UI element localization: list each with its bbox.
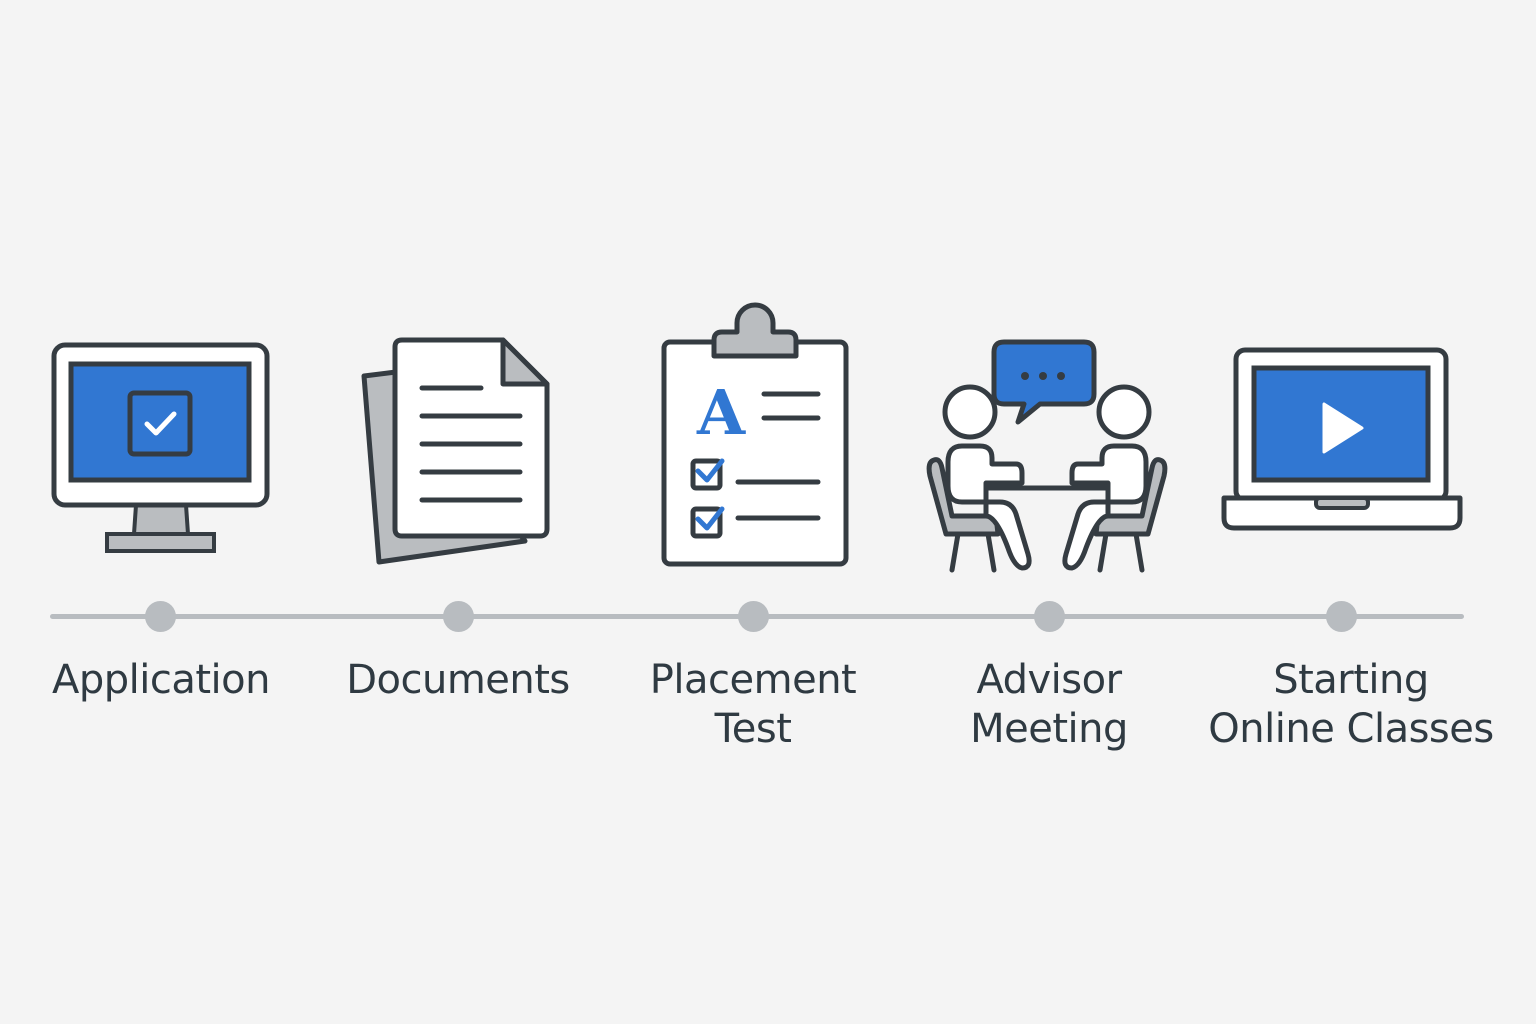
step-label-documents: Documents — [278, 656, 638, 705]
monitor-checkbox-icon — [50, 340, 272, 560]
documents-icon — [360, 336, 555, 568]
timeline-node-advisor-meeting — [1034, 601, 1065, 632]
laptop-play-icon — [1220, 346, 1464, 536]
step-label-starting-online-classes: Starting Online Classes — [1171, 656, 1531, 754]
timeline-node-placement-test — [738, 601, 769, 632]
clipboard-test-icon: A — [658, 302, 852, 570]
step-label-line: Application — [52, 657, 271, 703]
step-label-advisor-meeting: Advisor Meeting — [869, 656, 1229, 754]
step-label-line: Starting — [1273, 657, 1429, 703]
step-label-application: Application — [0, 656, 341, 705]
step-label-line: Meeting — [970, 706, 1128, 752]
clipboard-grade: A — [696, 376, 746, 449]
timeline-node-documents — [443, 601, 474, 632]
timeline-node-application — [145, 601, 176, 632]
step-label-line: Documents — [346, 657, 570, 703]
step-label-line: Advisor — [976, 657, 1122, 703]
step-label-line: Test — [714, 706, 792, 752]
step-label-placement-test: Placement Test — [573, 656, 933, 754]
step-label-line: Online Classes — [1208, 706, 1494, 752]
advisor-meeting-icon — [922, 338, 1172, 574]
step-label-line: Placement — [649, 657, 857, 703]
timeline-node-starting-online-classes — [1326, 601, 1357, 632]
